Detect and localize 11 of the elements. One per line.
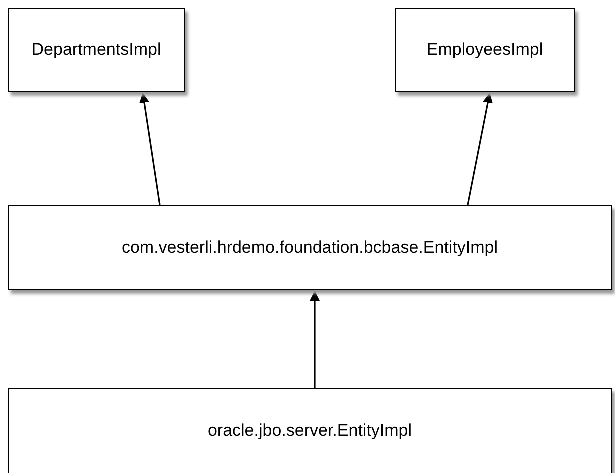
class-name: com.vesterli.hrdemo.foundation.bcbase.EntityImpl [122, 238, 498, 258]
class-name: DepartmentsImpl [32, 40, 162, 60]
class-box [8, 205, 612, 290]
class-box [395, 8, 575, 92]
arrow [140, 92, 161, 206]
class-name: EmployeesImpl [426, 40, 544, 60]
class-box [8, 388, 612, 473]
arrow [467, 92, 493, 206]
class-box [8, 8, 185, 92]
class-name: oracle.jbo.server.EntityImpl [208, 421, 412, 441]
arrow [310, 291, 320, 388]
